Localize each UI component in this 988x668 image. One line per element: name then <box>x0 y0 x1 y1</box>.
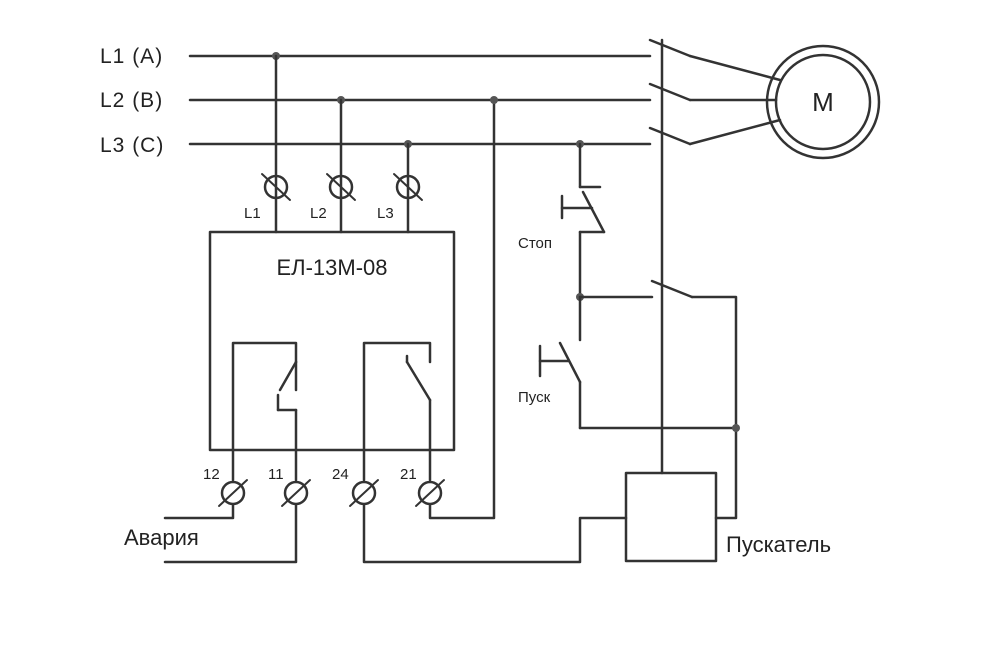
starter-coil <box>624 471 718 563</box>
control-circuit <box>538 140 740 520</box>
wire-24-to-coil <box>362 503 628 564</box>
relay-input-taps <box>261 52 423 234</box>
alarm-label: Авария <box>124 525 199 550</box>
alarm-leads <box>163 503 298 564</box>
line-label-l1: L1 (A) <box>100 45 163 68</box>
stop-button-label: Стоп <box>518 235 552 252</box>
terminal-label-24: 24 <box>332 466 349 483</box>
terminal-label-l1: L1 <box>244 205 261 222</box>
relay-title: ЕЛ-13М-08 <box>276 255 387 280</box>
main-contacts <box>648 38 782 475</box>
relay-contacts <box>231 341 432 482</box>
phase-buses <box>188 54 652 146</box>
wire-21-to-l2 <box>428 98 496 520</box>
terminal-label-12: 12 <box>203 466 220 483</box>
terminal-label-11: 11 <box>268 466 284 483</box>
start-button-label: Пуск <box>518 389 551 406</box>
starter-label: Пускатель <box>726 532 831 557</box>
relay-output-terminals <box>218 479 445 507</box>
terminal-label-21: 21 <box>400 466 417 483</box>
line-label-l2: L2 (B) <box>100 89 163 112</box>
relay-box <box>208 230 456 452</box>
motor: M <box>765 44 881 160</box>
motor-label: M <box>812 87 834 117</box>
terminal-label-l2: L2 <box>310 205 327 222</box>
terminal-label-l3: L3 <box>377 205 394 222</box>
line-label-l3: L3 (C) <box>100 134 164 157</box>
